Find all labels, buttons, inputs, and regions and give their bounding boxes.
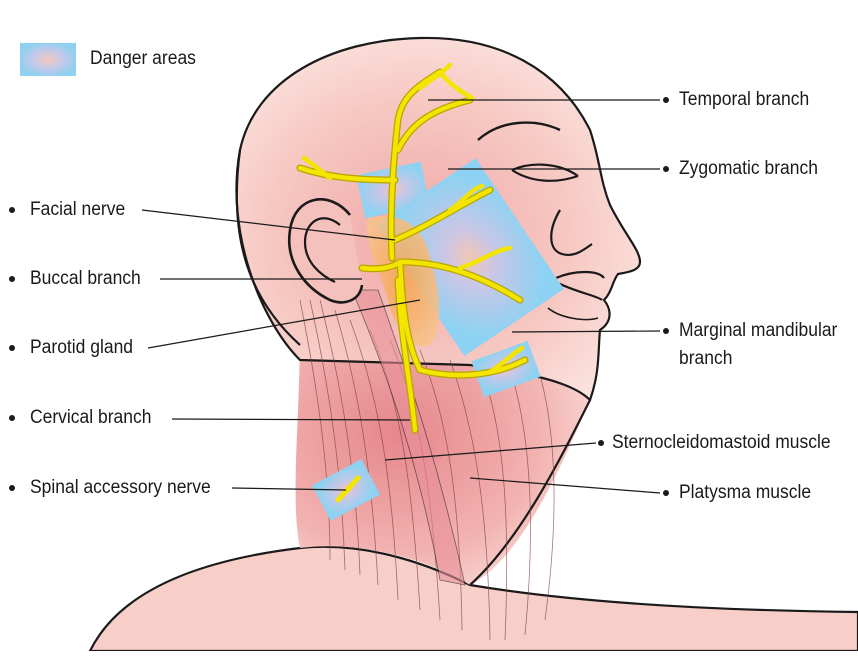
label-platysma-muscle: Platysma muscle: [679, 482, 811, 504]
label-spinal-accessory-nerve: Spinal accessory nerve: [30, 477, 211, 499]
label-buccal-branch: Buccal branch: [30, 268, 141, 290]
label-sternocleidomastoid-muscle: Sternocleidomastoid muscle: [612, 432, 831, 454]
label-parotid-gland: Parotid gland: [30, 337, 133, 359]
label-cervical-branch: Cervical branch: [30, 407, 151, 429]
bullet-icon: [9, 345, 15, 351]
label-temporal-branch: Temporal branch: [679, 89, 809, 111]
label-marginal-mandibular-line2: branch: [679, 348, 732, 370]
bullet-icon: [9, 207, 15, 213]
bullet-icon: [9, 485, 15, 491]
label-marginal-mandibular: Marginal mandibular: [679, 320, 837, 342]
bullet-icon: [663, 490, 669, 496]
legend-label: Danger areas: [90, 48, 196, 70]
label-zygomatic-branch: Zygomatic branch: [679, 158, 818, 180]
danger-area-swatch-icon: [20, 43, 76, 76]
bullet-icon: [9, 276, 15, 282]
bullet-icon: [9, 415, 15, 421]
bullet-icon: [663, 97, 669, 103]
bullet-icon: [598, 440, 604, 446]
bullet-icon: [663, 328, 669, 334]
label-facial-nerve: Facial nerve: [30, 199, 125, 221]
bullet-icon: [663, 166, 669, 172]
